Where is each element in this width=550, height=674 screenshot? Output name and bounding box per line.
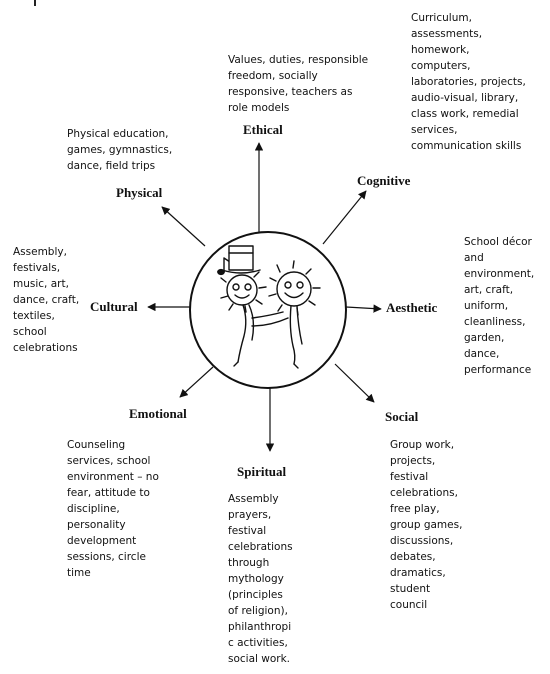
physical-description: Physical education, games, gymnastics, d… [67, 126, 172, 174]
aesthetic-line: School décor [464, 236, 532, 248]
arrow-social [334, 363, 375, 403]
physical-line: Physical education, [67, 128, 169, 140]
cognitive-line: computers, [411, 60, 471, 72]
flower-children-illustration [217, 245, 321, 369]
spiritual-line: of religion), [228, 605, 288, 617]
emotional-line: development [67, 535, 137, 547]
spiritual-description: Assembly prayers, festival celebrations … [228, 491, 293, 667]
spiritual-line: festival [228, 525, 267, 537]
social-line: projects, [390, 455, 436, 467]
social-line: student [390, 583, 431, 595]
ethical-line: role models [228, 102, 290, 114]
cultural-line: Assembly, [13, 246, 67, 258]
spiritual-line: c activities, [228, 637, 288, 649]
ethical-label: Ethical [243, 122, 283, 137]
emotional-line: sessions, circle [67, 551, 146, 563]
cognitive-description: Curriculum, assessments, homework, compu… [411, 10, 526, 154]
aesthetic-line: garden, [464, 332, 505, 344]
social-line: dramatics, [390, 567, 446, 579]
ethical-description: Values, duties, responsible freedom, soc… [228, 52, 368, 116]
social-line: Group work, [390, 439, 455, 451]
physical-line: dance, field trips [67, 160, 156, 172]
spiritual-line: social work. [228, 653, 291, 665]
aesthetic-line: environment, [464, 268, 535, 280]
cultural-line: textiles, [13, 310, 55, 322]
emotional-description: Counseling services, school environment … [67, 437, 159, 581]
aesthetic-description: School décor and environment, art, craft… [464, 234, 534, 378]
cultural-line: celebrations [13, 342, 78, 354]
social-line: debates, [390, 551, 436, 563]
arrow-physical [161, 206, 206, 247]
emotional-line: environment – no [67, 471, 159, 483]
cognitive-label: Cognitive [357, 173, 411, 188]
emotional-line: discipline, [67, 503, 120, 515]
spiritual-line: Assembly [228, 493, 279, 505]
spiritual-line: philanthropi [228, 621, 292, 633]
emotional-line: fear, attitude to [67, 487, 150, 499]
cognitive-line: services, [411, 124, 458, 136]
spiritual-line: prayers, [228, 509, 272, 521]
social-line: group games, [390, 519, 463, 531]
ethical-line: freedom, socially [228, 70, 318, 82]
cognitive-line: class work, remedial [411, 108, 519, 120]
aesthetic-line: performance [464, 364, 532, 376]
cognitive-line: Curriculum, [411, 12, 472, 24]
cultural-label: Cultural [90, 299, 138, 314]
spiritual-line: through [228, 557, 270, 569]
social-line: council [390, 599, 428, 611]
cultural-line: music, art, [13, 278, 69, 290]
cultural-line: festivals, [13, 262, 61, 274]
spiritual-label: Spiritual [237, 464, 287, 479]
cognitive-line: homework, [411, 44, 470, 56]
aesthetic-line: and [464, 252, 484, 264]
spiritual-line: (principles [228, 589, 283, 601]
physical-line: games, gymnastics, [67, 144, 173, 156]
arrow-aesthetic [345, 304, 382, 313]
ethical-line: Values, duties, responsible [228, 54, 369, 66]
spiritual-line: celebrations [228, 541, 293, 553]
arrow-emotional [179, 366, 214, 398]
aesthetic-line: dance, [464, 348, 500, 360]
aesthetic-line: cleanliness, [464, 316, 526, 328]
aesthetic-line: uniform, [464, 300, 509, 312]
social-line: festival [390, 471, 429, 483]
emotional-label: Emotional [129, 406, 187, 421]
ethical-line: responsive, teachers as [228, 86, 353, 98]
physical-label: Physical [116, 185, 163, 200]
cultural-description: Assembly, festivals, music, art, dance, … [13, 244, 79, 356]
social-line: discussions, [390, 535, 454, 547]
spiritual-line: mythology [228, 573, 284, 585]
cognitive-line: audio-visual, library, [411, 92, 519, 104]
aesthetic-label: Aesthetic [386, 300, 438, 315]
social-line: free play, [390, 503, 440, 515]
center-circle [189, 231, 347, 389]
arrow-cognitive [322, 190, 367, 245]
top-hat-icon [221, 245, 261, 274]
emotional-line: Counseling [67, 439, 126, 451]
cultural-line: school [13, 326, 47, 338]
aesthetic-line: art, craft, [464, 284, 514, 296]
left-flower-icon [220, 271, 267, 313]
cognitive-line: communication skills [411, 140, 522, 152]
social-description: Group work, projects, festival celebrati… [390, 437, 462, 613]
cognitive-line: laboratories, projects, [411, 76, 526, 88]
edge-mark [34, 0, 36, 6]
cultural-line: dance, craft, [13, 294, 80, 306]
social-label: Social [385, 409, 419, 424]
emotional-line: services, school [67, 455, 151, 467]
emotional-line: time [67, 567, 91, 579]
emotional-line: personality [67, 519, 126, 531]
social-line: celebrations, [390, 487, 458, 499]
cognitive-line: assessments, [411, 28, 483, 40]
